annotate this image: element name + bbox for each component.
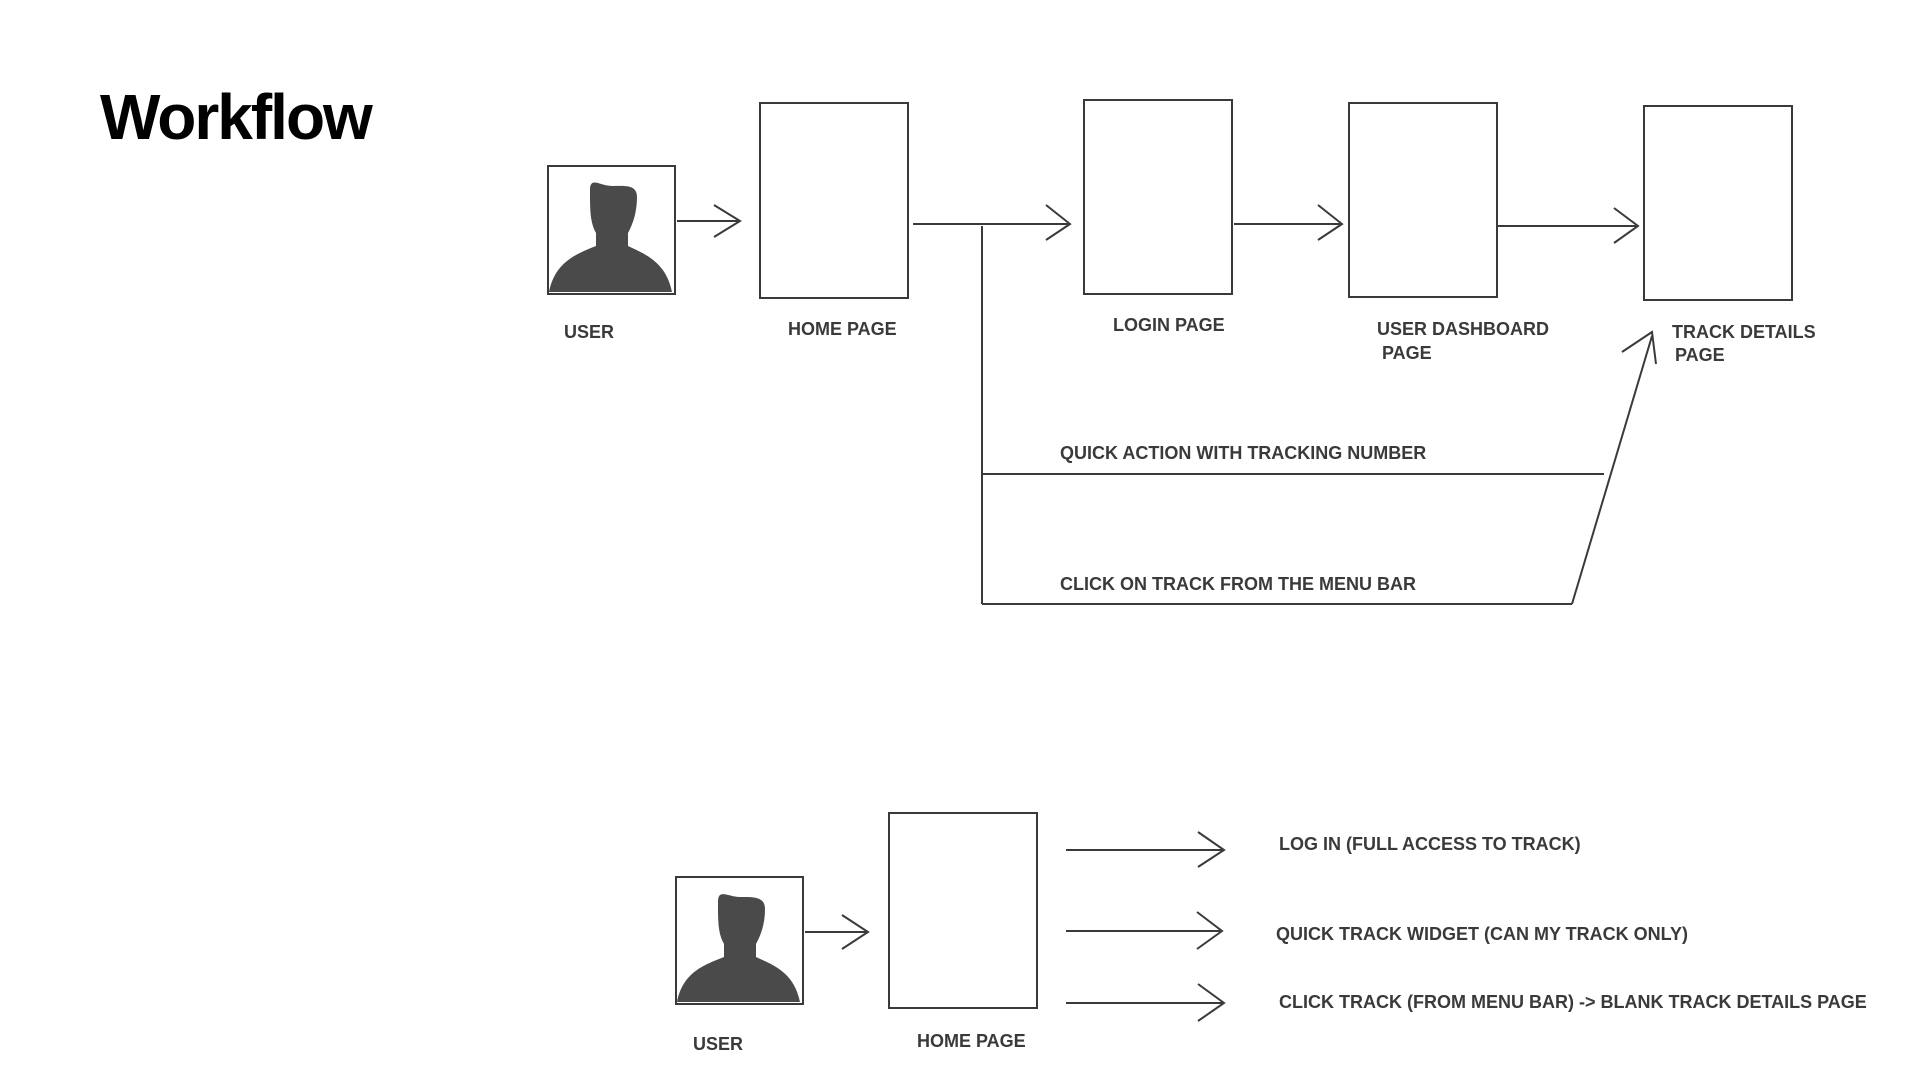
quick-action-label: QUICK ACTION WITH TRACKING NUMBER (1060, 443, 1427, 463)
flow2-option1-label: LOG IN (FULL ACCESS TO TRACK) (1279, 834, 1581, 854)
flow1-home-label: HOME PAGE (788, 319, 897, 339)
flow2-option3-label: CLICK TRACK (FROM MENU BAR) -> BLANK TRA… (1279, 992, 1867, 1012)
option2-arrow-head (1196, 911, 1224, 950)
click-track-label: CLICK ON TRACK FROM THE MENU BAR (1060, 574, 1416, 594)
flow2-option2-label: QUICK TRACK WIDGET (CAN MY TRACK ONLY) (1276, 924, 1688, 944)
option1-arrow-head (1197, 831, 1226, 868)
flow1-login-label: LOGIN PAGE (1113, 315, 1225, 335)
flow1-track-label-l2: PAGE (1675, 345, 1725, 365)
flow2-user-label: USER (693, 1034, 744, 1054)
flow1-dashboard-box (1348, 102, 1498, 298)
flow1-home-page-box (759, 102, 909, 299)
flow1-track-details-box (1643, 105, 1793, 301)
flow1-user-label: USER (564, 322, 615, 342)
flow2-home-label: HOME PAGE (917, 1031, 1026, 1051)
flow2-arrow-user-to-home-head (841, 914, 870, 950)
diagonal-to-track-line (1571, 335, 1653, 605)
user-silhouette-icon (549, 182, 672, 292)
flow1-dashboard-label-l2: PAGE (1382, 343, 1432, 363)
option3-arrow-head (1197, 983, 1226, 1022)
flow2-user-avatar (675, 876, 804, 1005)
user-silhouette-icon (677, 894, 800, 1002)
flow1-user-avatar (547, 165, 676, 295)
flow1-track-label-l1: TRACK DETAILS (1672, 322, 1816, 342)
diagonal-arrow-head (1621, 330, 1657, 365)
page-title: Workflow (100, 81, 373, 153)
arrow-login-to-dashboard-head (1317, 204, 1344, 241)
arrow-dashboard-to-track-head (1613, 207, 1640, 244)
flow1-dashboard-label-l1: USER DASHBOARD (1377, 319, 1550, 339)
arrow-home-to-login-head (1045, 204, 1072, 241)
flow1-login-page-box (1083, 99, 1233, 295)
arrow-user-to-home-head (713, 204, 742, 238)
flow2-home-page-box (888, 812, 1038, 1009)
